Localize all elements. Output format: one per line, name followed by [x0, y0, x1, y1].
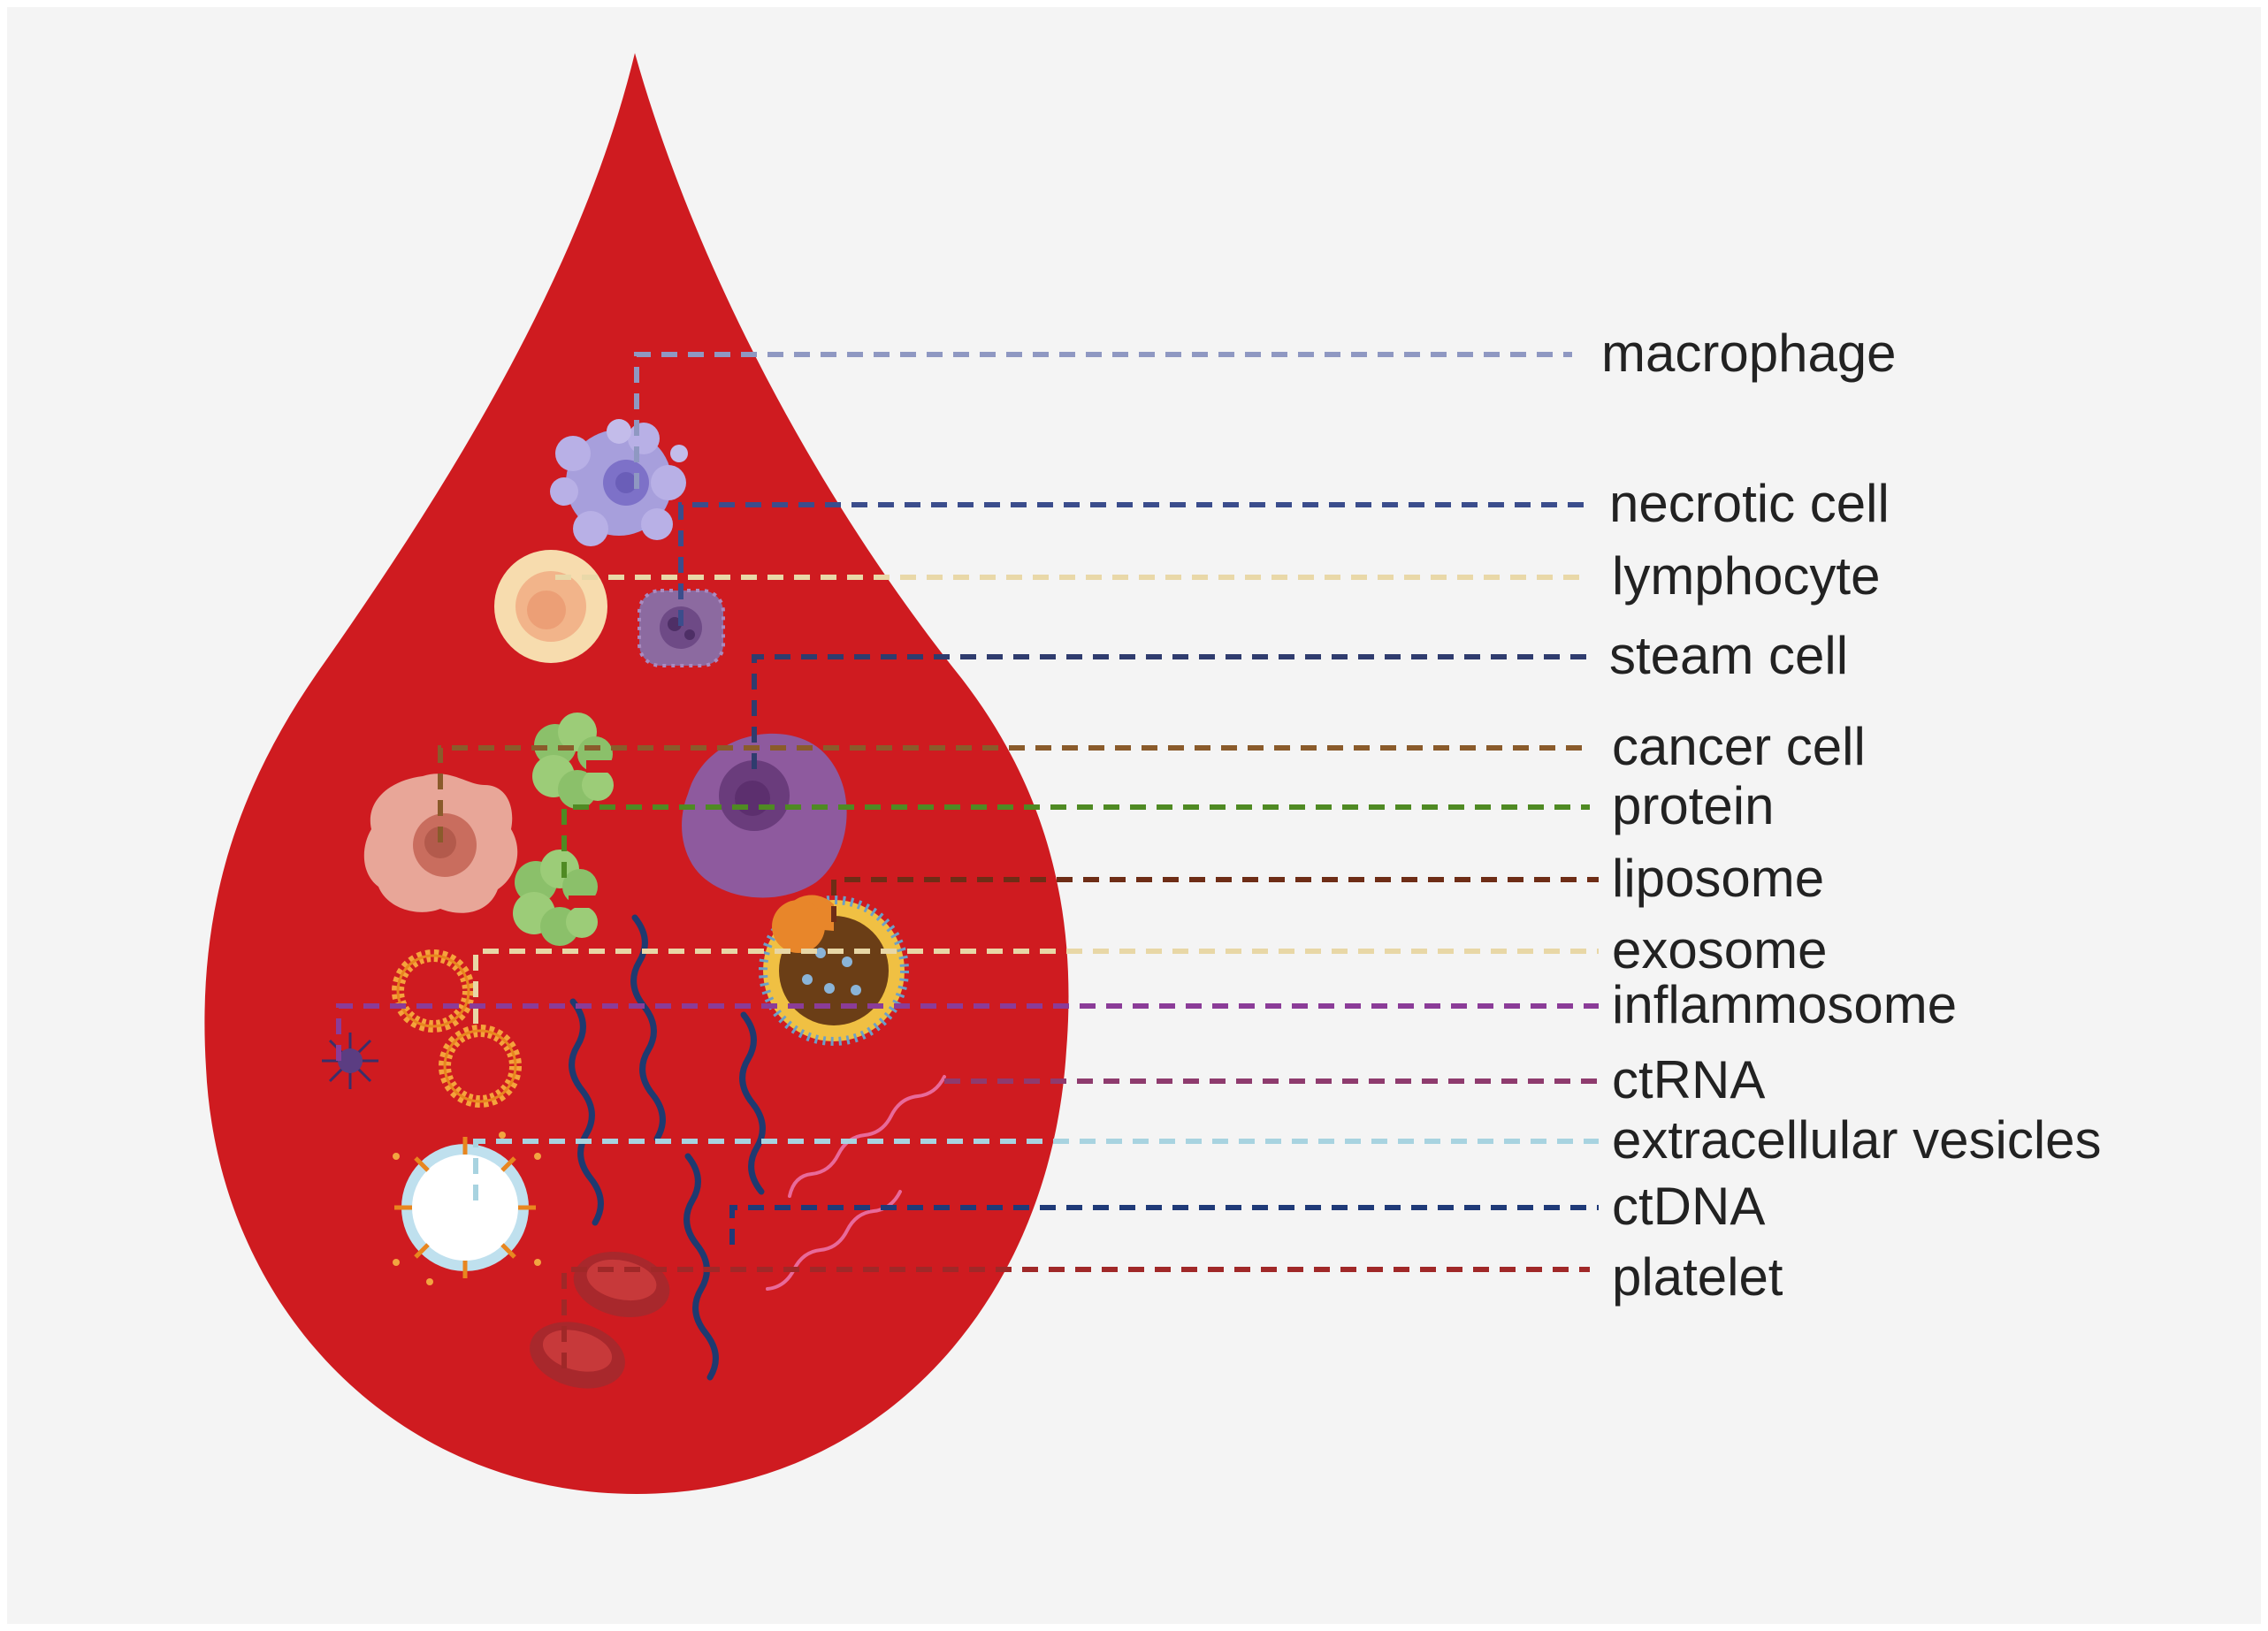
ctrna-icon — [766, 1075, 946, 1291]
leader-stem-cell — [752, 654, 1590, 769]
label-platelet: platelet — [1612, 1247, 1783, 1307]
extracellular-vesicle-icon — [393, 1132, 541, 1285]
leader-inflammosome — [336, 1003, 1599, 1061]
inflammosome-icon — [322, 1033, 378, 1089]
label-ctdna: ctDNA — [1612, 1177, 1765, 1236]
leader-lines — [336, 352, 1599, 1368]
label-liposome: liposome — [1612, 849, 1824, 908]
label-ctrna: ctRNA — [1612, 1050, 1765, 1109]
liquid-biopsy-diagram: macrophage necrotic cell lymphocyte stea… — [204, 53, 2102, 1494]
label-protein: protein — [1612, 776, 1774, 835]
label-exosome: exosome — [1612, 920, 1827, 979]
leader-macrophage — [634, 352, 1572, 489]
label-lymphocyte: lymphocyte — [1612, 546, 1880, 606]
leader-extracellular-vesicles — [473, 1139, 1599, 1200]
protein-icon-1 — [532, 713, 614, 809]
leader-platelet — [561, 1267, 1590, 1368]
leader-liposome — [831, 877, 1599, 922]
liposome-icon-2 — [439, 1025, 522, 1108]
label-inflammosome: inflammosome — [1612, 975, 1957, 1034]
leader-necrotic-cell — [678, 502, 1590, 626]
label-cancer-cell: cancer cell — [1612, 717, 1866, 776]
liposome-icon-1 — [392, 949, 475, 1033]
necrotic-cell-icon — [638, 589, 725, 667]
leader-cancer-cell — [438, 745, 1590, 842]
cancer-cell-icon — [363, 774, 518, 913]
ctdna-icon — [569, 914, 766, 1381]
macrophage-icon — [550, 419, 688, 546]
leader-protein — [561, 804, 1590, 878]
label-extracellular-vesicles: extracellular vesicles — [1612, 1110, 2102, 1170]
label-stem-cell: steam cell — [1609, 626, 1848, 685]
leader-ctdna — [729, 1205, 1599, 1245]
blood-drop — [204, 53, 1069, 1494]
diagram-panel: macrophage necrotic cell lymphocyte stea… — [7, 7, 2261, 1624]
lymphocyte-icon — [494, 550, 607, 663]
protein-icon-2 — [513, 850, 598, 946]
labels: macrophage necrotic cell lymphocyte stea… — [1601, 324, 2102, 1307]
label-macrophage: macrophage — [1601, 324, 1897, 383]
platelet-icon-2 — [530, 1322, 625, 1389]
label-necrotic-cell: necrotic cell — [1609, 474, 1890, 533]
